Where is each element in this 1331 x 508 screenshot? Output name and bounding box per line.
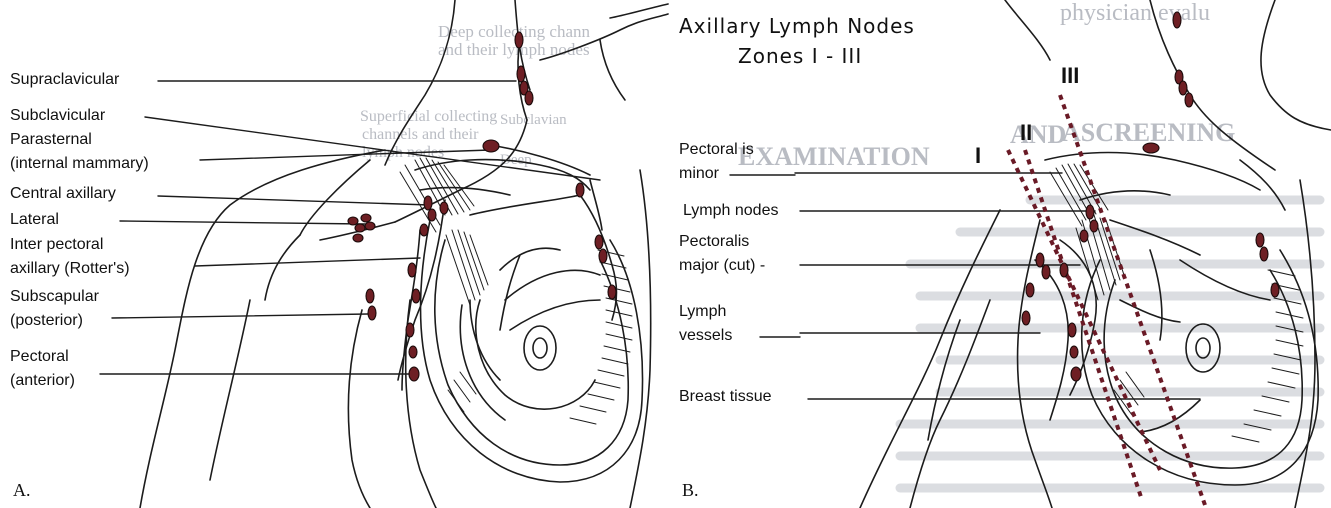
label-breast-tissue: Breast tissue	[679, 385, 771, 409]
neck-outline	[385, 0, 455, 165]
label-interpectoral-sub: axillary (Rotter's)	[10, 257, 130, 281]
label-pectoralis-major: Pectoralis	[679, 230, 749, 254]
panel-b-letter: B.	[682, 480, 699, 501]
shoulder-outline	[140, 150, 385, 508]
label-lateral: Lateral	[10, 208, 59, 232]
label-subscapular-sub: (posterior)	[10, 309, 83, 333]
leader-line	[195, 258, 420, 266]
label-pectoralis-major-sub: major (cut) -	[679, 254, 765, 278]
zone-label-i: I	[975, 143, 981, 169]
zone-label-iii: III	[1061, 63, 1079, 89]
label-parasternal: Parasternal	[10, 128, 92, 152]
neck-outline	[1261, 0, 1331, 130]
label-pectoral: Pectoral	[10, 345, 69, 369]
label-pectoral-sub: (anterior)	[10, 369, 75, 393]
label-pectoralis-minor: Pectoral is	[679, 138, 754, 162]
leader-line	[112, 314, 368, 318]
label-subclavicular: Subclavicular	[10, 104, 105, 128]
diagram-title: Axillary Lymph Nodes	[679, 14, 915, 38]
leader-line	[158, 196, 430, 205]
label-lymph-vessels: Lymph	[679, 300, 726, 324]
zone-label-ii: II	[1020, 120, 1032, 146]
label-lymph-nodes: Lymph nodes	[683, 199, 778, 223]
label-interpectoral: Inter pectoral	[10, 233, 103, 257]
panel-a-letter: A.	[13, 480, 31, 501]
leader-line	[120, 221, 365, 224]
label-central-axillary: Central axillary	[10, 182, 116, 206]
zone-line-iii	[1060, 95, 1205, 505]
label-parasternal-sub: (internal mammary)	[10, 152, 149, 176]
diagram-subtitle: Zones I - III	[738, 44, 862, 68]
leader-line	[145, 117, 600, 180]
label-subscapular: Subscapular	[10, 285, 99, 309]
label-lymph-vessels-sub: vessels	[679, 324, 732, 348]
label-supraclavicular: Supraclavicular	[10, 68, 119, 92]
label-pectoralis-minor-sub: minor	[679, 162, 719, 186]
